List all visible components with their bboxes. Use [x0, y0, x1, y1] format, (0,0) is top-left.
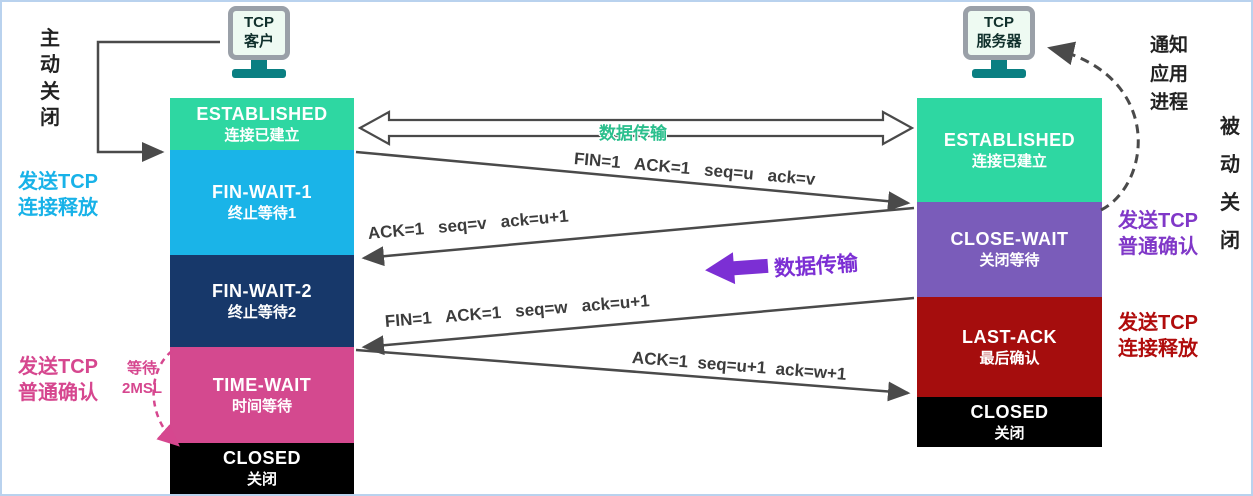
state-name-zh: 最后确认 [979, 349, 1040, 367]
client-state-fin-wait-2: FIN-WAIT-2 终止等待2 [170, 255, 354, 347]
client-state-closed: CLOSED 关闭 [170, 443, 354, 494]
state-name-zh: 关闭等待 [979, 252, 1040, 270]
fin-2-label: FIN=1 ACK=1 seq=w ack=u+1 [384, 291, 651, 331]
server-device-base [972, 68, 1026, 78]
client-device-screen: TCP 客户 [228, 6, 290, 60]
ack-2-label: ACK=1 seq=u+1 ack=w+1 [631, 348, 848, 384]
client-state-time-wait: TIME-WAIT 时间等待 [170, 347, 354, 443]
data-transfer-left-arrow [705, 252, 769, 285]
server-send-release-label: 发送TCP 连接释放 [1118, 312, 1198, 360]
wait-2msl-label: 等待 2MSL [121, 360, 162, 397]
server-device-stand [991, 59, 1007, 69]
client-device: TCP 客户 [220, 6, 298, 78]
state-name-zh: 关闭 [994, 424, 1025, 442]
client-state-established: ESTABLISHED 连接已建立 [170, 98, 354, 150]
server-state-closed: CLOSED 关闭 [917, 397, 1102, 447]
state-name-zh: 时间等待 [231, 397, 292, 415]
state-name: FIN-WAIT-2 [212, 280, 312, 301]
data-transfer-top-label: 数据传输 [599, 124, 667, 143]
client-send-release-label: 发送TCP 连接释放 [18, 171, 98, 219]
ack-1-label: ACK=1 seq=v ack=u+1 [367, 206, 570, 243]
state-name: ESTABLISHED [943, 129, 1076, 150]
server-send-ack-label: 发送TCP 普通确认 [1118, 210, 1198, 258]
state-name-zh: 关闭 [246, 471, 277, 489]
state-name: ESTABLISHED [196, 103, 328, 124]
fin-1-label: FIN=1 ACK=1 seq=u ack=v [573, 149, 817, 190]
passive-close-label: 被 动 关 闭 [1220, 116, 1240, 252]
state-name: CLOSED [970, 401, 1049, 422]
state-name: LAST-ACK [962, 326, 1057, 347]
server-state-close-wait: CLOSE-WAIT 关闭等待 [917, 202, 1102, 297]
active-close-label: 主 动 关 闭 [40, 28, 60, 130]
state-name: CLOSE-WAIT [950, 229, 1069, 250]
client-state-fin-wait-1: FIN-WAIT-1 终止等待1 [170, 150, 354, 255]
state-name: FIN-WAIT-1 [212, 182, 312, 203]
client-send-ack-label: 发送TCP 普通确认 [18, 356, 98, 404]
state-name-zh: 终止等待1 [227, 205, 297, 223]
state-name-zh: 终止等待2 [227, 303, 297, 321]
state-name: CLOSED [222, 448, 301, 469]
server-device: TCP 服务器 [957, 6, 1041, 78]
client-device-base [232, 68, 286, 78]
server-state-established: ESTABLISHED 连接已建立 [917, 98, 1102, 202]
state-name-zh: 连接已建立 [224, 126, 300, 144]
notify-app-label: 通知 应用 进程 [1149, 35, 1188, 113]
state-name: TIME-WAIT [212, 374, 312, 395]
server-state-last-ack: LAST-ACK 最后确认 [917, 297, 1102, 397]
data-transfer-mid-label: 数据传输 [773, 252, 859, 281]
server-device-screen: TCP 服务器 [963, 6, 1035, 60]
client-device-stand [251, 59, 267, 69]
state-name-zh: 连接已建立 [971, 152, 1047, 170]
